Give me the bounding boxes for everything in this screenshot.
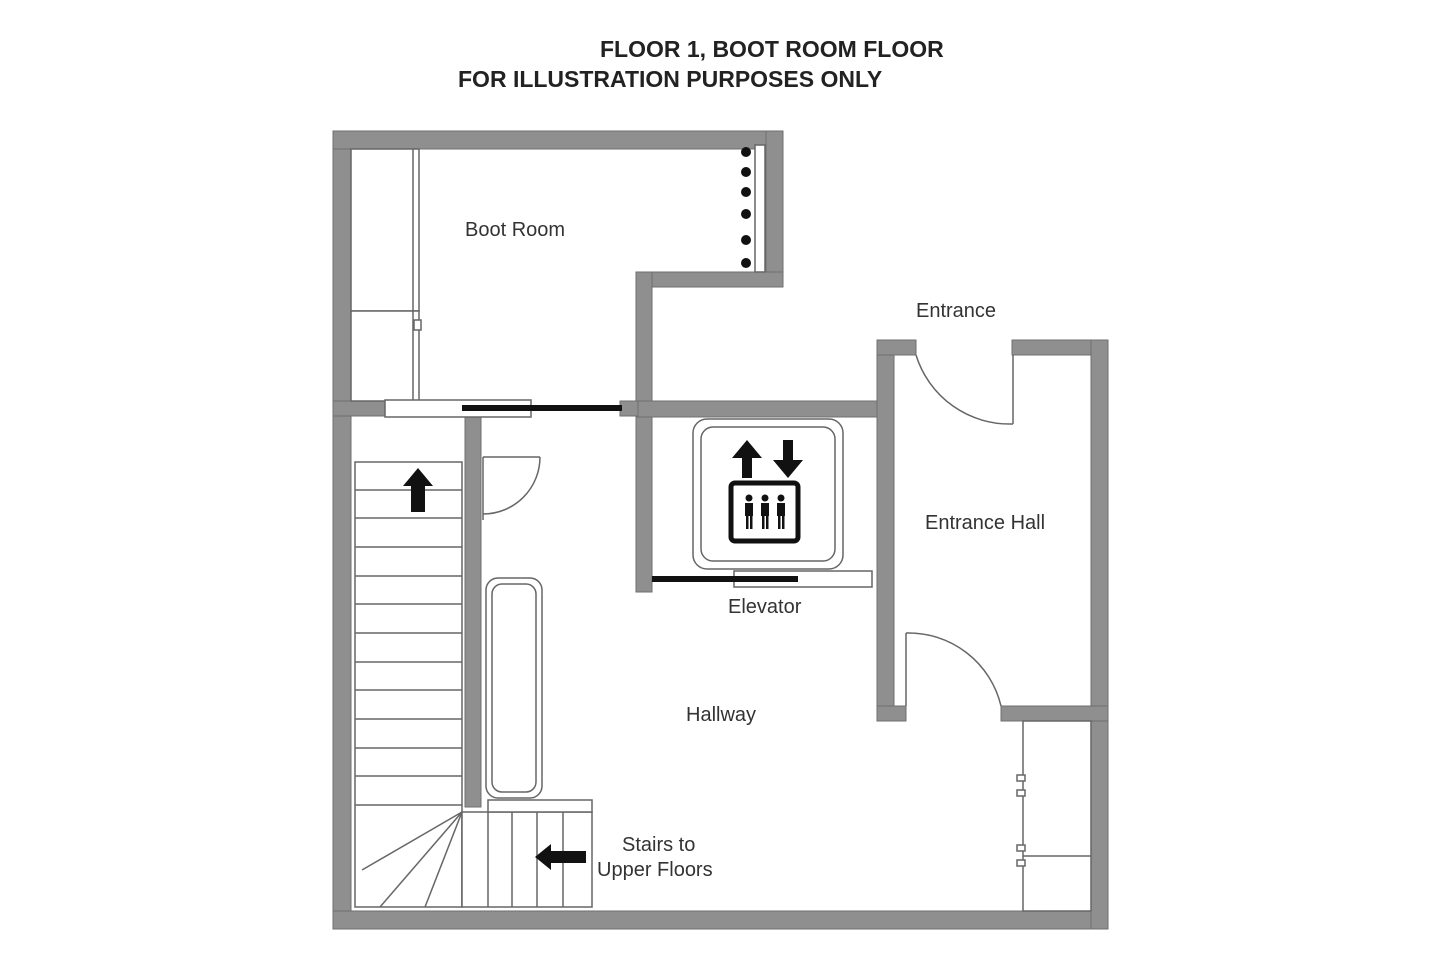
label-hallway: Hallway xyxy=(686,704,756,726)
wall-left xyxy=(332,130,352,930)
label-stairs-line1: Stairs to xyxy=(622,834,695,856)
boot-room-sliding-door xyxy=(384,399,622,418)
hall-door xyxy=(905,632,1002,707)
stair-door xyxy=(482,456,541,520)
up-arrow-icon xyxy=(403,468,433,512)
label-boot-room: Boot Room xyxy=(465,219,565,241)
wall-boot-step xyxy=(635,271,784,288)
wall-entrance-bottom-right xyxy=(1000,705,1109,722)
illustration-note: FOR ILLUSTRATION PURPOSES ONLY xyxy=(458,66,883,92)
wall-bottom xyxy=(332,910,1109,930)
elevator-sliding-door xyxy=(652,570,873,588)
coat-hooks xyxy=(741,144,766,273)
wall-boot-top xyxy=(332,130,784,150)
hallway-bench xyxy=(485,577,543,799)
wall-entrance-bottom-left xyxy=(876,705,907,722)
boot-room-cupboards xyxy=(350,148,422,402)
wall-elevator-top xyxy=(635,400,892,418)
floor-title: FLOOR 1, BOOT ROOM FLOOR xyxy=(600,36,944,62)
walls xyxy=(332,130,1109,930)
elevator-icon xyxy=(728,440,803,544)
left-arrow-icon xyxy=(535,844,586,870)
wall-boot-bottom-right xyxy=(619,400,639,417)
wall-entrance-top-left xyxy=(876,339,917,356)
wall-entrance-hall-left xyxy=(876,339,895,722)
wall-mid-vertical xyxy=(635,271,653,593)
elevator-car xyxy=(692,418,844,570)
staircase xyxy=(354,461,593,908)
entrance-door xyxy=(915,354,1014,425)
label-entrance: Entrance xyxy=(916,300,996,322)
wall-boot-bottom xyxy=(332,400,386,417)
label-entrance-hall: Entrance Hall xyxy=(925,512,1045,534)
label-stairs-line2: Upper Floors xyxy=(597,859,713,881)
wall-boot-right xyxy=(765,130,784,288)
wall-stair-partition xyxy=(464,416,482,808)
label-elevator: Elevator xyxy=(728,596,802,618)
hallway-cupboard xyxy=(1016,720,1092,912)
wall-right xyxy=(1090,339,1109,930)
